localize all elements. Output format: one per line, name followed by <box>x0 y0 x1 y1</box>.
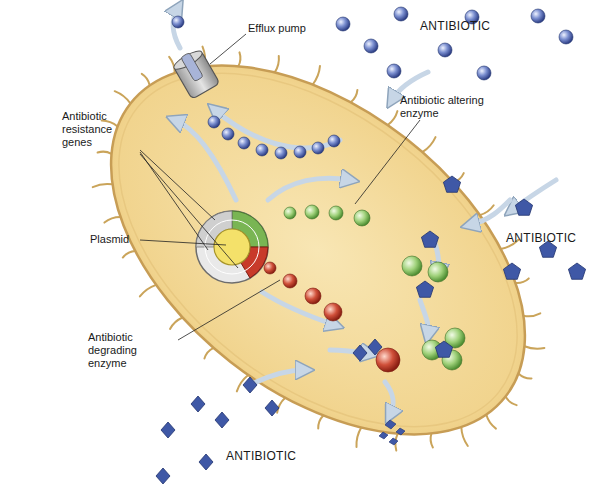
pilus <box>98 152 112 154</box>
pilus <box>318 415 323 428</box>
pilus <box>422 137 435 152</box>
pilus <box>313 66 320 85</box>
pilus <box>104 217 120 222</box>
enzyme-label: Antibiotic altering enzyme <box>400 94 490 120</box>
pilus <box>518 373 531 378</box>
plasmid-label: Plasmid <box>90 233 129 246</box>
pilus <box>523 313 540 316</box>
pilus <box>431 433 433 447</box>
pilus <box>204 348 213 359</box>
antibiotic-label: ANTIBIOTIC <box>506 232 576 245</box>
pilus <box>277 398 285 413</box>
genes-label: Antibiotic resistance genes <box>62 110 140 149</box>
antibiotic-label: ANTIBIOTIC <box>226 450 296 463</box>
pilus <box>93 184 113 187</box>
pilus <box>524 346 544 348</box>
pilus <box>142 74 150 86</box>
pilus <box>356 428 361 447</box>
pump-label: Efflux pump <box>248 22 306 35</box>
pilus <box>123 251 135 258</box>
pilus <box>506 397 517 406</box>
pilus <box>388 111 398 125</box>
pilus <box>140 285 156 297</box>
enzyme-label: Antibiotic degrading enzyme <box>88 331 178 370</box>
pilus <box>170 318 183 329</box>
pilus <box>169 57 175 73</box>
pilus <box>351 90 358 102</box>
antibiotic-label: ANTIBIOTIC <box>420 20 490 33</box>
pilus <box>461 427 468 446</box>
pilus <box>115 91 131 103</box>
pilus <box>238 52 240 66</box>
pilus <box>486 415 496 429</box>
pilus <box>275 56 279 73</box>
